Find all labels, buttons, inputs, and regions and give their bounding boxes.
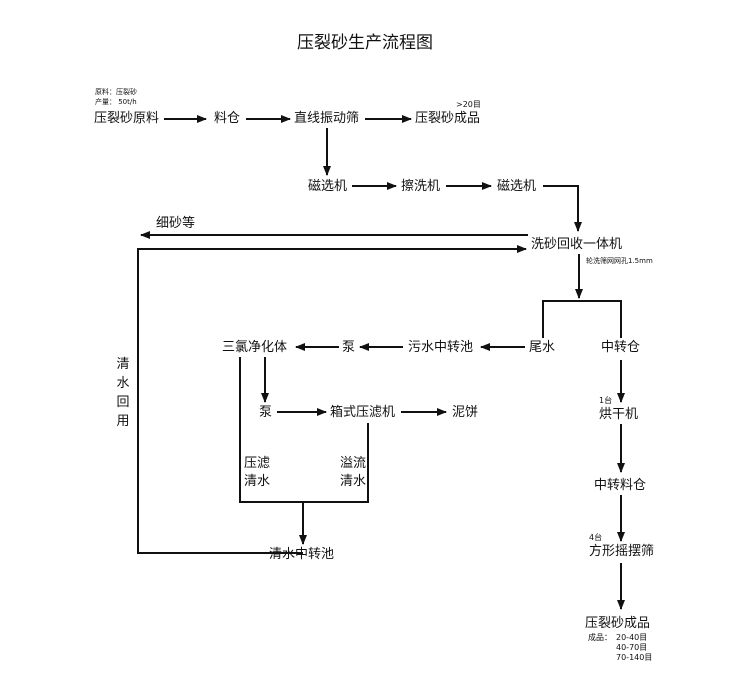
node-clear-water-tank: 清水中转池 [269, 547, 335, 562]
label-press-line-1: 压滤 [244, 456, 271, 471]
raw-material-info: 原料：压裂砂 [95, 88, 137, 96]
product-grades-label: 成品： [588, 633, 612, 642]
label-overflow-line-2: 清水 [340, 474, 367, 489]
product-grade-row: 40-70目 [588, 643, 652, 653]
label-overflow-clear-water: 溢流 清水 [340, 455, 366, 491]
product-grade: 40-70目 [616, 643, 648, 652]
label-press-clear-water: 压滤 清水 [244, 455, 270, 491]
node-square-screen: 方形摇摆筛 [589, 544, 655, 559]
page-title: 压裂砂生产流程图 [297, 33, 433, 53]
node-magnetic-separator-2: 磁选机 [497, 179, 537, 194]
label-dryer-count: 1台 [599, 396, 613, 405]
node-product-top: 压裂砂成品 [415, 111, 481, 126]
label-fine-sand: 细砂等 [156, 216, 196, 231]
node-dryer: 烘干机 [599, 407, 639, 422]
node-product-bottom: 压裂砂成品 [585, 616, 651, 631]
node-purifier: 三氯净化体 [222, 340, 288, 355]
label-mesh-over-20: >20目 [456, 100, 481, 109]
product-grade: 70-140目 [616, 653, 653, 662]
label-wheel-screen: 轮洗筛网网孔1.5mm [586, 257, 653, 265]
node-mud-cake: 泥饼 [452, 405, 479, 420]
label-water-recycle: 清水回用 [116, 357, 130, 429]
capacity-info: 产量： 50t/h [95, 98, 137, 106]
node-sand-recovery: 洗砂回收一体机 [531, 237, 623, 252]
product-grade-row: 70-140目 [588, 653, 652, 663]
node-linear-screen: 直线振动筛 [294, 111, 360, 126]
node-pump-1: 泵 [342, 340, 356, 355]
label-overflow-line-1: 溢流 [340, 456, 367, 471]
product-grade-row: 成品： 20-40目 [588, 633, 652, 643]
node-tailwater: 尾水 [529, 340, 556, 355]
label-press-line-2: 清水 [244, 474, 271, 489]
arrow-magnetic2-to-recovery [543, 185, 582, 232]
node-scrubber: 擦洗机 [401, 179, 441, 194]
product-grades: 成品： 20-40目 40-70目 70-140目 [588, 633, 652, 663]
node-pump-2: 泵 [259, 405, 273, 420]
node-magnetic-separator-1: 磁选机 [308, 179, 348, 194]
arrow-water-recycle [137, 245, 527, 554]
node-transfer-bin-2: 中转料仓 [594, 478, 647, 493]
product-grade: 20-40目 [616, 633, 648, 642]
node-filter-press: 箱式压滤机 [330, 405, 396, 420]
node-sewage-tank: 污水中转池 [408, 340, 474, 355]
branch-line [542, 300, 622, 338]
label-screen-count: 4台 [589, 533, 603, 542]
node-transfer-bin-1: 中转仓 [601, 340, 641, 355]
node-bin: 料仓 [214, 111, 241, 126]
node-raw-material: 压裂砂原料 [94, 111, 160, 126]
